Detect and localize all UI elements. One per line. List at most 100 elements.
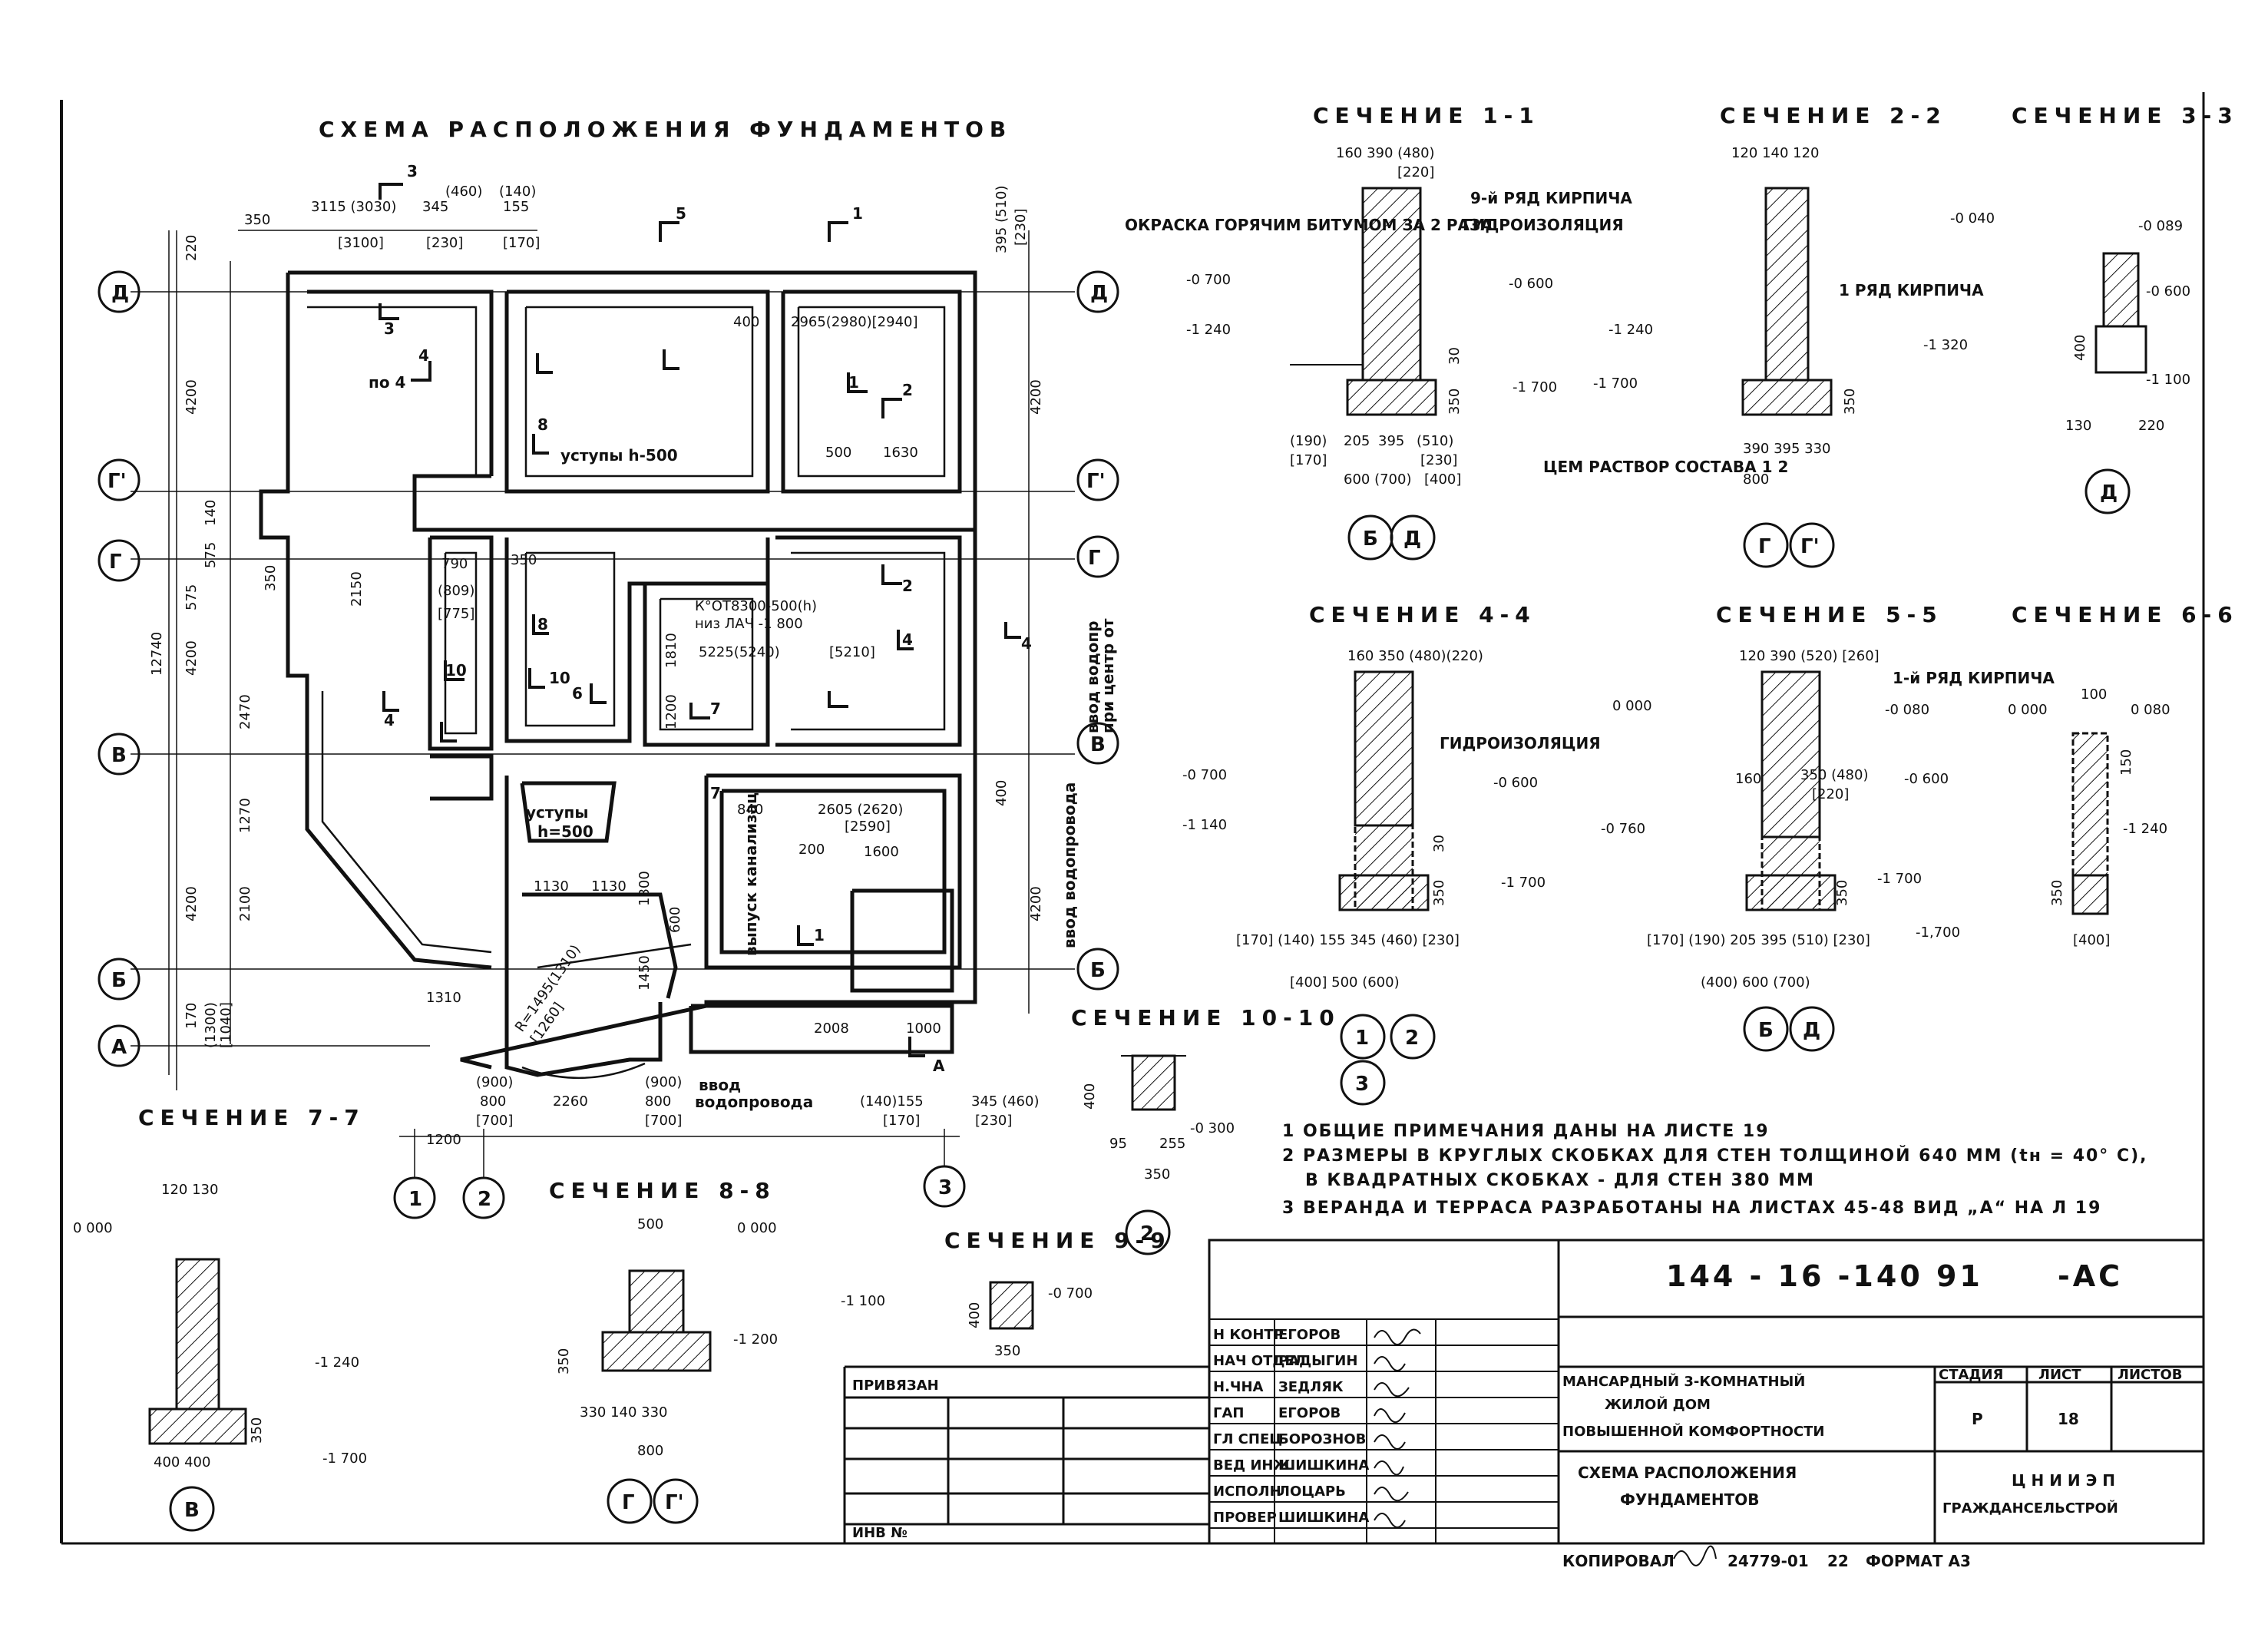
section-mark-number: 3: [407, 162, 418, 180]
plan-walls: [259, 270, 977, 1077]
dim-text: 400: [967, 1302, 983, 1328]
level-mark: -0 600: [2146, 283, 2190, 299]
section-title: СЕЧЕНИЕ 7-7: [138, 1105, 365, 1130]
dim-text: 600: [667, 907, 683, 933]
level-mark: -1 700: [1501, 875, 1546, 891]
dim-text: (900): [476, 1074, 513, 1090]
section-title: СЕЧЕНИЕ 6-6: [2012, 602, 2239, 627]
plan-inner-lines: [307, 306, 946, 1080]
note-line: 3 ВЕРАНДА И ТЕРРАСА РАЗРАБОТАНЫ НА ЛИСТА…: [1282, 1199, 2101, 1218]
dim-text: 1300: [636, 871, 653, 906]
axis-label: Д: [1090, 282, 1108, 305]
level-mark: -1 700: [1877, 871, 1922, 887]
general-notes: 1 ОБЩИЕ ПРИМЕЧАНИЯ ДАНЫ НА ЛИСТЕ 19 2 РА…: [1282, 1122, 2147, 1218]
dim-text: 800: [645, 1093, 671, 1110]
stage-header: СТАДИЯ: [1939, 1367, 2003, 1383]
sheet-title-line: СХЕМА РАСПОЛОЖЕНИЯ: [1578, 1464, 1797, 1482]
dim-text: 4200: [183, 379, 200, 415]
dim-text: 4200: [183, 886, 200, 921]
label-brick-row: 9-й РЯД КИРПИЧА: [1470, 189, 1632, 207]
label-h500: h=500: [537, 822, 593, 841]
dim-text: 350: [1834, 880, 1850, 906]
section-mark-number: 6: [572, 684, 583, 703]
section-mark-number: 4: [418, 346, 429, 365]
label-water-inlet-side: ввод водопровода: [1060, 782, 1079, 948]
axis-label: Д: [2100, 481, 2118, 504]
dim-text: 350: [994, 1343, 1020, 1359]
dim-text: 600 (700): [1344, 471, 1411, 488]
dim-text: [5210]: [829, 644, 875, 660]
role-label: НАЧ ОТДЕЛ: [1213, 1353, 1306, 1369]
dim-text: (400) 600 (700): [1701, 974, 1810, 991]
document-code-suffix: -АС: [2058, 1259, 2123, 1293]
plan-title: СХЕМА РАСПОЛОЖЕНИЯ ФУНДАМЕНТОВ: [319, 117, 1012, 142]
section-mark-number: 8: [537, 615, 548, 633]
section-mark-number: 8: [537, 415, 548, 434]
role-label: ВЕД ИНЖ: [1213, 1457, 1290, 1474]
sheet-title-line: ФУНДАМЕНТОВ: [1620, 1490, 1759, 1509]
dim-text: [230]: [975, 1113, 1012, 1129]
label-ustupy-2: уступы: [526, 803, 588, 822]
dim-text: (809): [438, 583, 474, 599]
level-mark: -1 240: [1608, 322, 1653, 338]
axis-label: Г': [1800, 535, 1820, 558]
section-title: СЕЧЕНИЕ 4-4: [1309, 602, 1536, 627]
section-mark-number: 7: [710, 784, 721, 802]
dim-text: 350: [1446, 389, 1463, 415]
label-view-a: А: [933, 1057, 945, 1075]
dim-text: 1270: [237, 798, 253, 833]
section-title: СЕЧЕНИЕ 10-10: [1071, 1005, 1341, 1030]
left-dimension-chain: 220 4200 140 575 575 4200 2470 1270 2100…: [149, 230, 365, 1075]
dim-text: (510): [1417, 433, 1453, 449]
dim-text: 160 390 (480): [1336, 145, 1435, 161]
dim-text: 1450: [636, 955, 653, 991]
copied-label: КОПИРОВАЛ: [1562, 1552, 1675, 1570]
axis-label: 2: [1405, 1027, 1419, 1050]
dim-text: 2605 (2620): [818, 802, 903, 818]
section-5-5: СЕЧЕНИЕ 5-5 120 390 (520) [260] 1-й РЯД …: [1601, 602, 2055, 1052]
format-label: ФОРМАТ А3: [1866, 1552, 1971, 1570]
section-mark-number: 10: [549, 669, 570, 687]
dim-text: 400: [993, 780, 1010, 806]
level-mark: -1,700: [1916, 925, 1960, 941]
dim-text: [1040]: [218, 1002, 234, 1048]
dim-text: [230]: [426, 235, 463, 251]
dim-text: [2590]: [845, 819, 891, 835]
section-10-10: СЕЧЕНИЕ 10-10 -0 300 400 95 255 350 2: [1071, 1005, 1341, 1255]
dim-text: (190): [1290, 433, 1327, 449]
level-mark: 0 000: [1612, 698, 1652, 714]
dim-text: 1200: [663, 694, 679, 729]
dim-text: 350: [249, 1417, 265, 1444]
dim-text: 350: [1144, 1166, 1170, 1182]
section-9-9: СЕЧЕНИЕ 9-9 -1 100 -0 700 400 350: [841, 1228, 1165, 1359]
label-cement-mortar: ЦЕМ РАСТВОР СОСТАВА 1 2: [1543, 458, 1788, 476]
name-label: ШИШКИНА: [1278, 1457, 1369, 1474]
level-mark: -0 700: [1048, 1285, 1093, 1302]
section-6-6: СЕЧЕНИЕ 6-6 0 000 0 080 -1 240 100 150 3…: [2008, 602, 2239, 948]
dim-text: 400: [2072, 335, 2088, 361]
axis-label: А: [111, 1036, 127, 1059]
dim-text: [3100]: [338, 235, 384, 251]
level-mark: 0 080: [2131, 702, 2170, 718]
label-from-center: при центр от: [1099, 618, 1117, 733]
dim-text: 4200: [183, 640, 200, 676]
axis-label: Г: [109, 551, 122, 574]
dim-text: 395 (510): [993, 186, 1010, 253]
inventory-label: ИНВ №: [852, 1525, 908, 1541]
level-mark: -1 320: [1923, 337, 1968, 353]
section-mark-number: 4: [1021, 634, 1032, 653]
note-line: В КВАДРАТНЫХ СКОБКАХ - ДЛЯ СТЕН 380 ММ: [1305, 1171, 1815, 1190]
level-mark: -1 700: [1593, 375, 1638, 392]
level-mark: 0 000: [73, 1220, 113, 1236]
dim-text: (900): [645, 1074, 682, 1090]
role-label: ИСПОЛН: [1213, 1484, 1281, 1500]
name-label: ЛОЦАРЬ: [1278, 1484, 1346, 1500]
dim-text: 160 350 (480)(220): [1347, 648, 1483, 664]
sheets-header: ЛИСТОВ: [2118, 1367, 2183, 1383]
dim-text: 30: [1446, 347, 1463, 365]
section-3-3: СЕЧЕНИЕ 3-3 -0 040 -0 089 -0 600 -1 100 …: [1950, 103, 2233, 514]
axis-label: Д: [1803, 1019, 1820, 1042]
dim-text: 120 390 (520) [260]: [1739, 648, 1880, 664]
level-mark: 0 000: [2008, 702, 2048, 718]
label-ustupy: уступы h-500: [560, 446, 678, 465]
